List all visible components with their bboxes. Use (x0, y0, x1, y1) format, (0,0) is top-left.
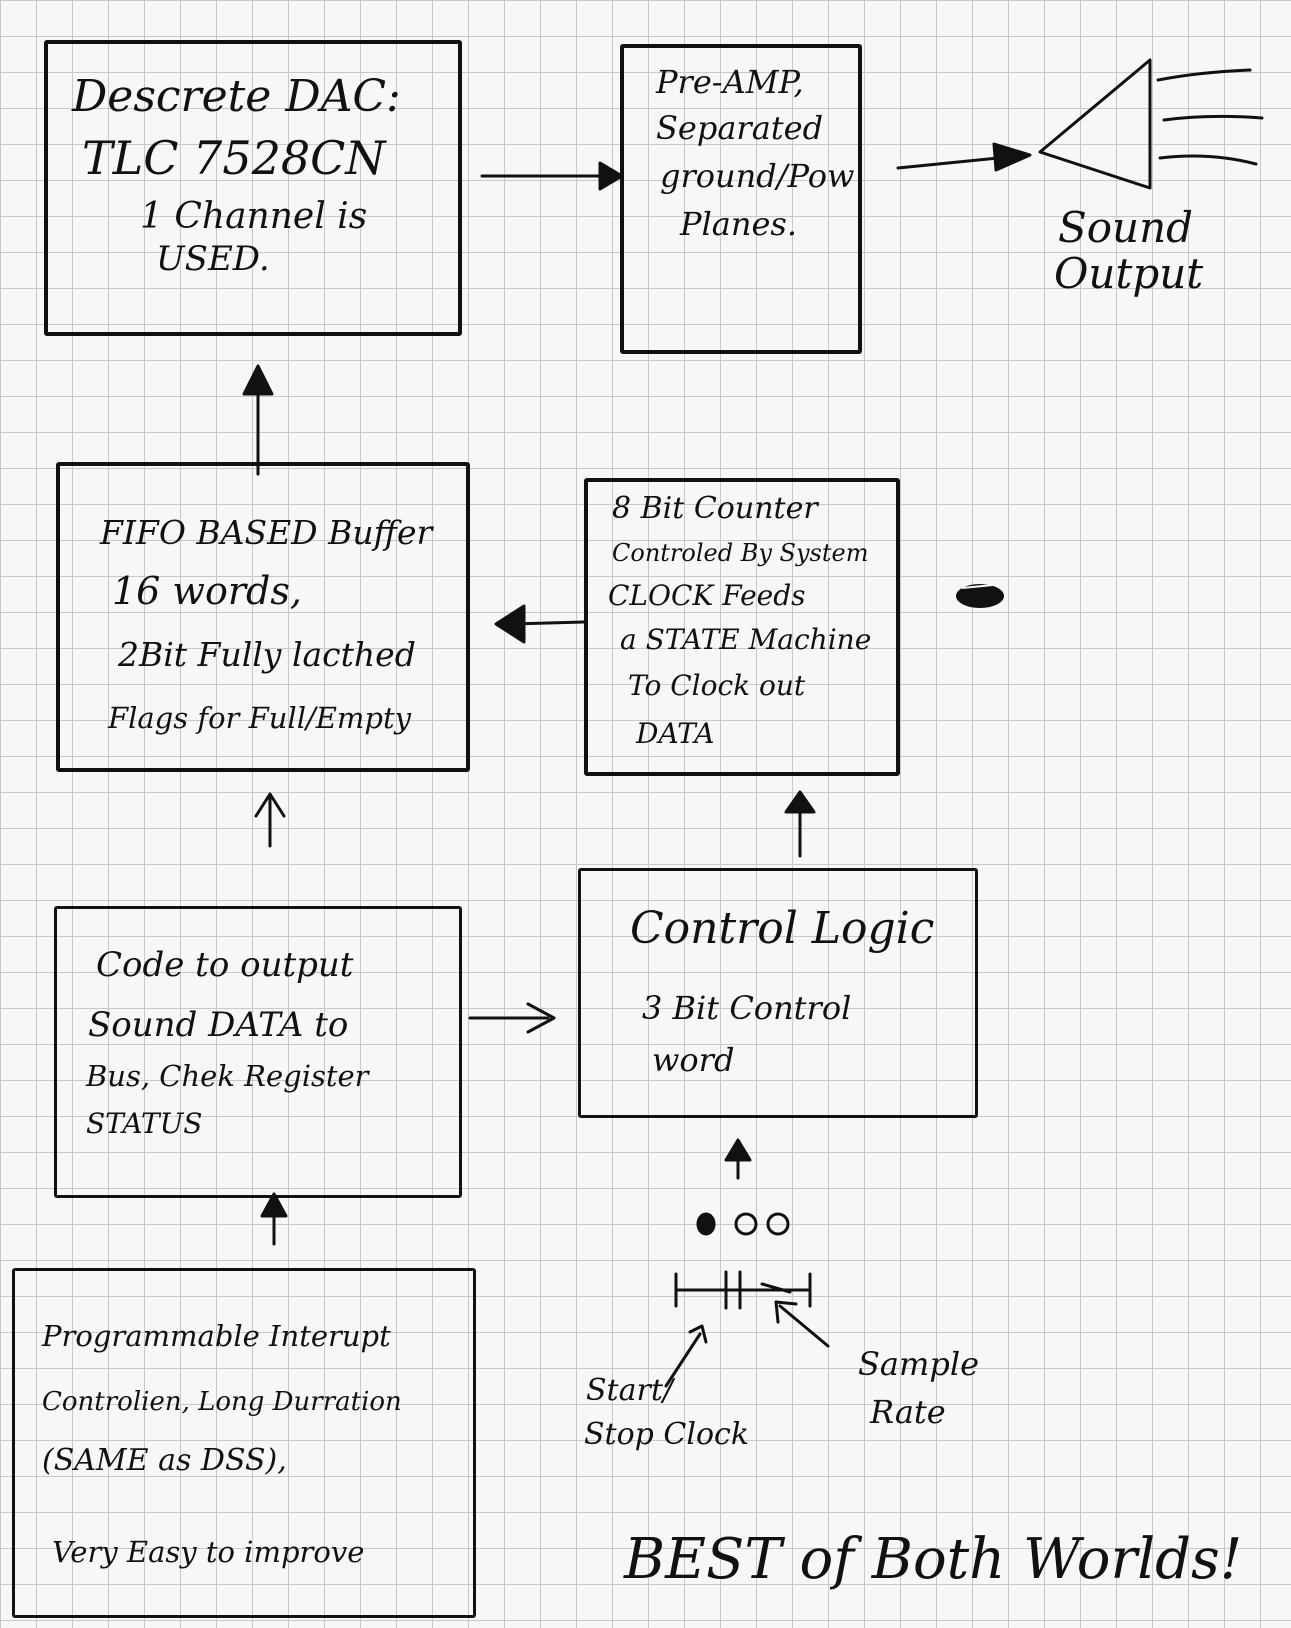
counter-line-5: To Clock out (628, 669, 806, 702)
counter-box (584, 478, 900, 776)
counter-line-6: DATA (636, 717, 715, 750)
code-line-3: Bus, Chek Register (86, 1059, 369, 1093)
preamp-line-4: Planes. (680, 205, 797, 243)
sample-rate-label-1: Sample (858, 1345, 979, 1383)
dac-line-1: Descrete DAC: (72, 71, 401, 122)
preamp-line-3: ground/Pow (660, 157, 855, 195)
pic-line-4: Very Easy to improve (52, 1535, 365, 1569)
counter-line-4: a STATE Machine (620, 623, 872, 656)
sample-rate-label-2: Rate (870, 1393, 946, 1431)
counter-line-1: 8 Bit Counter (612, 491, 818, 526)
dac-line-4: USED. (156, 239, 270, 279)
control-line-1: 3 Bit Control (642, 989, 852, 1027)
toggle-1-icon (696, 1212, 716, 1236)
preamp-box (620, 44, 862, 354)
ink-blob-icon (956, 584, 1004, 608)
start-stop-label-1: Start/ (586, 1373, 673, 1408)
dac-line-2: TLC 7528CN (82, 131, 386, 185)
pic-box (12, 1268, 476, 1618)
dac-line-3: 1 Channel is (140, 196, 368, 237)
fifo-line-2: 16 words, (112, 569, 302, 613)
speaker-icon (1038, 58, 1152, 190)
code-line-1: Code to output (96, 945, 354, 985)
code-line-2: Sound DATA to (88, 1005, 349, 1045)
sound-output-label-2: Output (1054, 249, 1204, 298)
fifo-line-1: FIFO BASED Buffer (100, 513, 433, 552)
counter-line-2: Controled By System (612, 539, 869, 567)
control-line-2: word (652, 1041, 735, 1079)
code-line-4: STATUS (86, 1107, 203, 1140)
footer-text: BEST of Both Worlds! (624, 1527, 1243, 1592)
toggle-2-icon (734, 1212, 758, 1236)
code-box (54, 906, 462, 1198)
control-box (578, 868, 978, 1118)
fifo-line-3: 2Bit Fully lacthed (118, 635, 416, 674)
control-title: Control Logic (630, 903, 935, 954)
dac-box (44, 40, 462, 336)
toggle-3-icon (766, 1212, 790, 1236)
fifo-box (56, 462, 470, 772)
preamp-line-1: Pre-AMP, (656, 63, 804, 101)
counter-line-3: CLOCK Feeds (608, 579, 806, 612)
start-stop-label-2: Stop Clock (584, 1417, 749, 1452)
sound-output-label-1: Sound (1058, 203, 1194, 252)
pic-line-2: Controlien, Long Durration (42, 1387, 402, 1417)
pic-line-3: (SAME as DSS), (42, 1443, 287, 1478)
preamp-line-2: Separated (656, 109, 824, 147)
fifo-line-4: Flags for Full/Empty (108, 701, 412, 735)
pic-line-1: Programmable Interupt (42, 1319, 391, 1353)
